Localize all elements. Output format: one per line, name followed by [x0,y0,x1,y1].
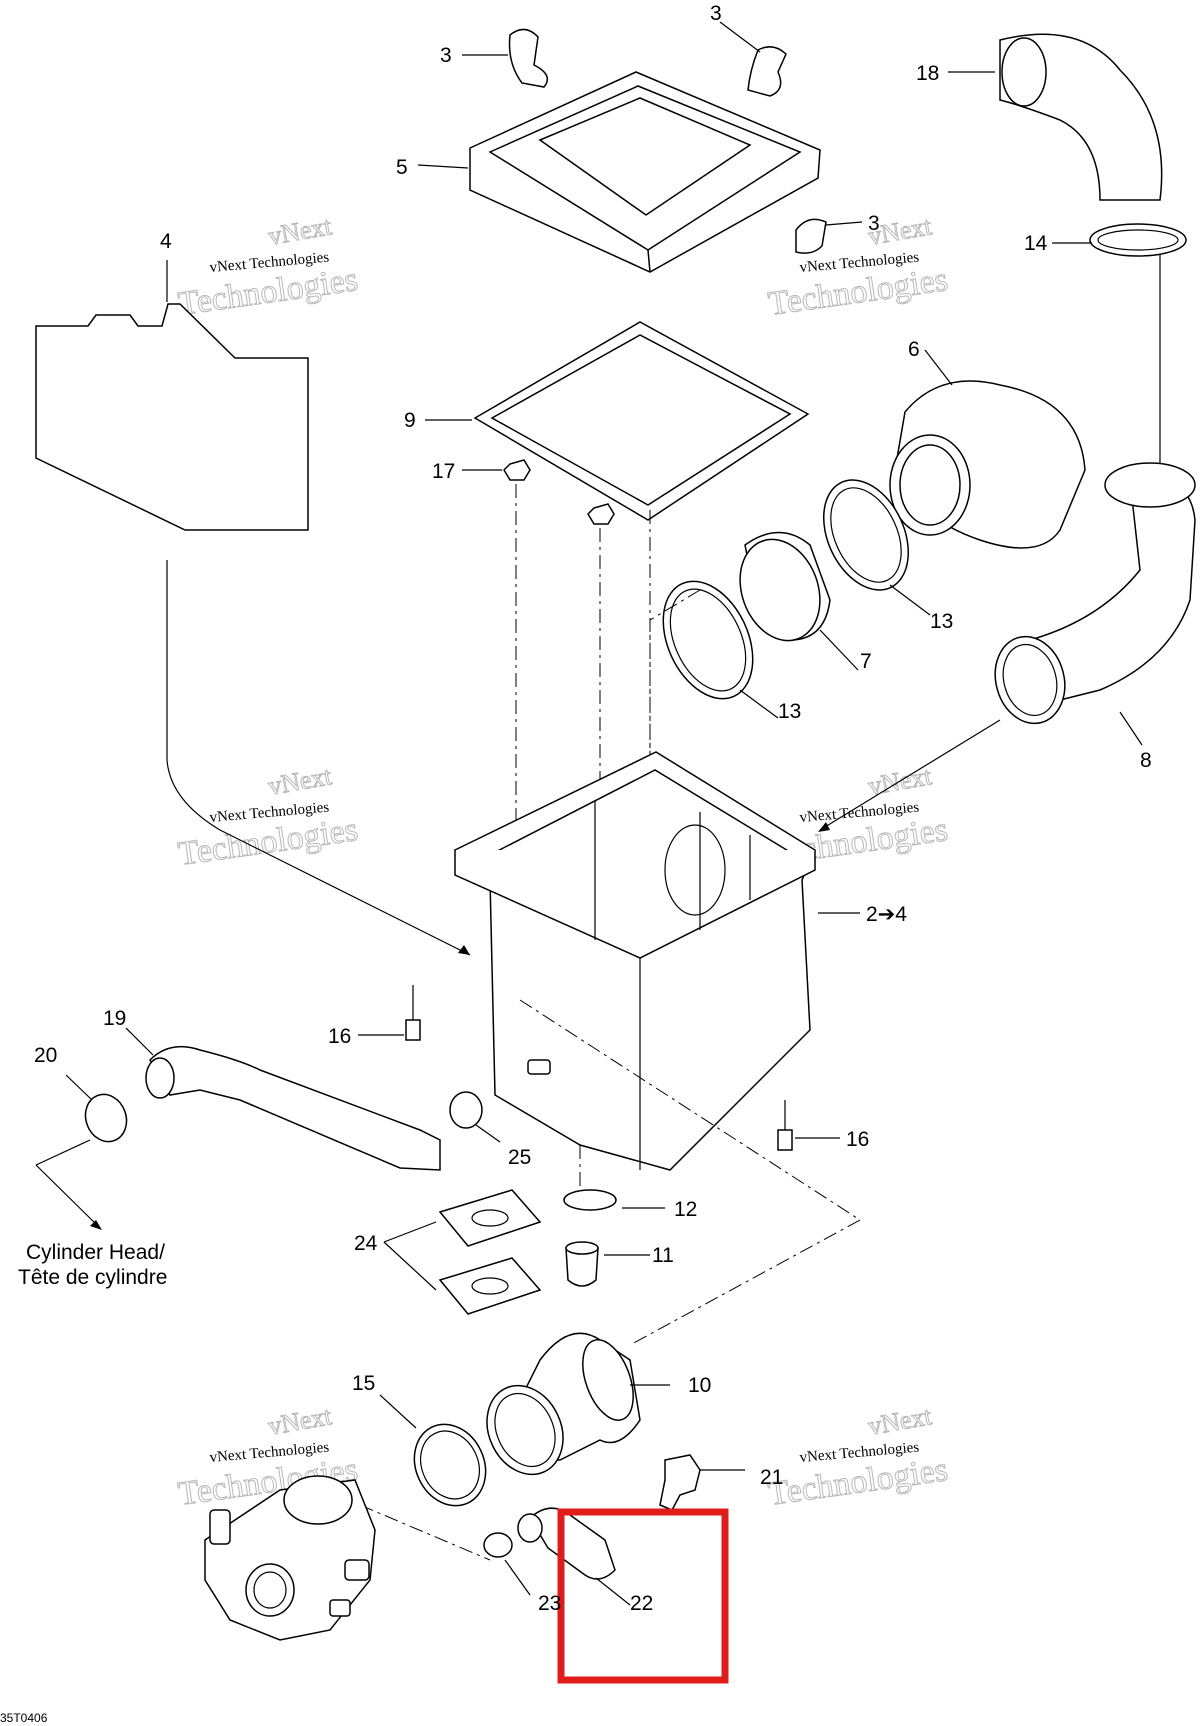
label-19: 19 [103,1007,126,1030]
label-6: 6 [908,338,920,361]
label-13-upper: 13 [930,610,953,633]
label-2-to-4: 2➔4 [866,903,907,926]
label-5: 5 [396,156,408,179]
watermark-top-right: vNext vNext Technologies Technologies [765,211,950,324]
label-7: 7 [860,650,872,673]
label-16-right: 16 [846,1128,869,1151]
part-20-clamp [35,1074,128,1230]
watermark-top-left: vNext vNext Technologies Technologies [175,211,360,324]
part-21-fitting [659,1454,745,1511]
label-15: 15 [352,1372,375,1395]
highlight-box [557,1508,729,1684]
part-14-clamp [1052,223,1187,465]
label-11: 11 [652,1244,674,1267]
part-24-washers [383,1189,542,1315]
label-3-top: 3 [710,2,722,25]
carburetor [204,1475,376,1641]
watermark-vnext: vNext [866,1401,934,1441]
cylinder-head-label-line2: Tête de cylindre [18,1266,167,1289]
label-9: 9 [404,409,416,432]
label-18: 18 [916,62,939,85]
label-21: 21 [760,1466,783,1489]
label-3-right: 3 [868,212,880,235]
part-6-air-filter [889,349,1086,549]
diagram-code: 35T0406 [0,1711,48,1725]
label-20: 20 [34,1044,57,1067]
part-16-screw-right [777,1100,840,1151]
label-3-left: 3 [440,44,452,67]
part-2-airbox [453,751,860,1171]
watermark-mid-left: vNext vNext Technologies Technologies [175,761,360,874]
part-25-clamp [449,1091,501,1143]
part-15-clamp [379,1394,487,1507]
part-13-clamp-upper [822,479,931,616]
watermark-bottom-right: vNext vNext Technologies Technologies [765,1401,950,1514]
watermark-vnext: vNext [266,211,334,251]
watermark-vnext: vNext [266,1401,334,1441]
label-12: 12 [674,1198,697,1221]
part-9-filter-frame [425,321,810,521]
part-18-intake-elbow [948,33,1163,201]
part-12-spring-clip [563,1189,665,1211]
part-3-clip-lower [795,218,863,254]
label-24: 24 [354,1232,378,1255]
watermark-vnext: vNext [266,761,334,801]
part-4-sheet [35,260,471,956]
label-4: 4 [160,230,172,253]
part-7-coupler [739,531,859,671]
drain-fitting [527,1059,551,1075]
part-23-clamp [483,1532,531,1596]
part-10-boot [486,1332,670,1476]
part-13-clamp-lower [662,580,779,719]
label-17: 17 [432,460,455,483]
part-16-screw-left [358,985,421,1041]
label-23: 23 [538,1592,561,1615]
part-5-airbox-cover [417,71,821,273]
label-10: 10 [688,1374,711,1397]
part-3-clip-left [462,28,549,88]
label-14: 14 [1024,232,1048,255]
part-11-cap [565,1241,650,1287]
label-25: 25 [508,1146,531,1169]
part-8-intake-hose [818,462,1196,832]
label-22: 22 [630,1592,653,1615]
label-8: 8 [1140,749,1152,772]
part-22-hose [517,1507,631,1606]
part-19-hose [125,1027,441,1171]
cylinder-head-label-line1: Cylinder Head/ [26,1241,165,1264]
label-16-left: 16 [328,1025,351,1048]
label-13-lower: 13 [778,700,801,723]
part-3-clip-right [719,21,787,97]
